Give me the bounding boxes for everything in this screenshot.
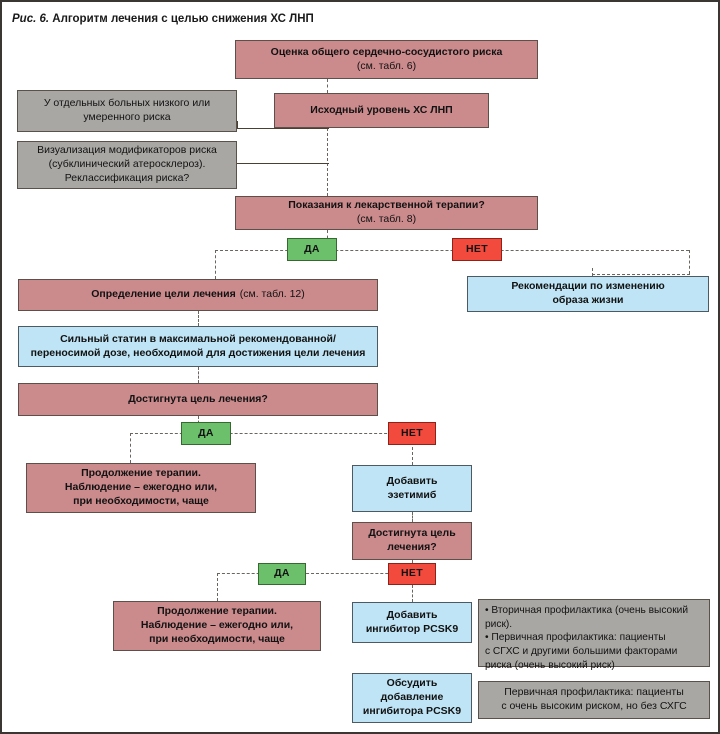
node-drug-therapy-indications-line1: Показания к лекарственной терапии? — [288, 199, 485, 212]
node-continue-therapy-2[interactable]: Продолжение терапии. Наблюдение – ежегод… — [113, 601, 321, 651]
node-add-pcsk9-line2: ингибитор PCSK9 — [365, 622, 459, 635]
note-indication-1: • Вторичная профилактика (очень высокий … — [478, 599, 710, 671]
node-lifestyle-recommendations-line1: Рекомендации по изменению — [511, 280, 665, 293]
note-indication-2-line1: Первичная профилактика: пациенты — [504, 686, 684, 699]
node-high-intensity-statin-line1: Сильный статин в максимальной рекомендов… — [60, 332, 336, 345]
note-indication-2: Первичная профилактика: пациенты с очень… — [478, 681, 710, 719]
node-goal-reached-1-line1: Достигнута цель лечения? — [128, 392, 268, 405]
note-indication-1-line1: • Вторичная профилактика (очень высокий — [485, 605, 689, 616]
connector-lowrisk-horizontal — [237, 128, 329, 129]
connector-branch-bus-2 — [130, 433, 412, 434]
node-consider-pcsk9-line2: добавление — [380, 691, 444, 704]
node-baseline-ldl-line1: Исходный уровень ХС ЛНП — [310, 103, 453, 116]
connector-lowrisk-vertical — [237, 121, 238, 129]
note-indication-2-line2: с очень высоким риском, но без СХГС — [501, 700, 687, 712]
node-add-pcsk9-line1: Добавить — [386, 608, 438, 621]
note-indication-1-line3: • Первичная профилактика: пациенты — [485, 632, 666, 644]
badge-yes-3[interactable]: ДА — [258, 563, 306, 585]
node-imaging-modifiers-line1: Визуализация модификаторов риска — [37, 144, 217, 157]
node-goal-reached-2[interactable]: Достигнута цель лечения? — [352, 522, 472, 560]
node-drug-therapy-indications[interactable]: Показания к лекарственной терапии? (см. … — [235, 196, 538, 230]
node-treatment-goal-line2: (см. табл. 12) — [239, 288, 305, 301]
connector-no1-down — [689, 250, 690, 274]
connector-no2-down — [412, 442, 413, 465]
node-continue-therapy-2-line1: Продолжение терапии. — [157, 605, 277, 618]
node-low-moderate-patients-line1: У отдельных больных низкого или — [43, 97, 211, 110]
node-treatment-goal[interactable]: Определение цели лечения (см. табл. 12) — [18, 279, 378, 311]
node-continue-therapy-1-line1: Продолжение терапии. — [81, 467, 201, 480]
node-risk-assessment-line1: Оценка общего сердечно-сосудистого риска — [270, 45, 503, 58]
node-continue-therapy-2-line2: Наблюдение – ежегодно или, — [140, 619, 294, 632]
node-treatment-goal-line1: Определение цели лечения — [91, 288, 236, 301]
badge-yes-2-label: ДА — [198, 426, 214, 439]
node-consider-pcsk9[interactable]: Обсудить добавление ингибитора PCSK9 — [352, 673, 472, 723]
node-imaging-modifiers-line3: Реклассификация риска? — [64, 171, 190, 184]
connector-lifestyle-stub — [592, 268, 593, 276]
node-continue-therapy-1-line3: при необходимости, чаще — [73, 494, 209, 507]
badge-no-3[interactable]: НЕТ — [388, 563, 436, 585]
node-baseline-ldl[interactable]: Исходный уровень ХС ЛНП — [274, 93, 489, 128]
node-risk-assessment[interactable]: Оценка общего сердечно-сосудистого риска… — [235, 40, 538, 79]
node-add-ezetimibe-line1: Добавить — [386, 474, 438, 487]
badge-no-2[interactable]: НЕТ — [388, 422, 436, 445]
badge-yes-3-label: ДА — [274, 567, 290, 580]
node-goal-reached-2-line1: Достигнута цель — [368, 527, 456, 540]
note-indication-1-line5: риска (очень высокий риск) — [485, 659, 615, 671]
badge-no-2-label: НЕТ — [401, 426, 423, 439]
note-indication-1-line4: с СГХС и другими большими факторами — [485, 646, 678, 658]
node-low-moderate-patients-line2: умеренного риска — [83, 111, 171, 123]
badge-no-3-label: НЕТ — [401, 567, 423, 580]
node-consider-pcsk9-line3: ингибитора PCSK9 — [362, 704, 462, 717]
node-continue-therapy-1-line2: Наблюдение – ежегодно или, — [64, 481, 218, 494]
connector-no3-down — [412, 585, 413, 602]
node-risk-assessment-line2: (см. табл. 6) — [356, 59, 417, 72]
badge-no-1[interactable]: НЕТ — [452, 238, 502, 261]
node-high-intensity-statin-line2: переносимой дозе, необходимой для достиж… — [30, 346, 366, 359]
connector-branch-bus-3 — [217, 573, 413, 574]
connector-yes1-down — [215, 250, 216, 279]
node-add-ezetimibe[interactable]: Добавить эзетимиб — [352, 465, 472, 512]
figure-title: Рис. 6. Алгоритм лечения с целью снижени… — [12, 13, 314, 25]
node-add-pcsk9[interactable]: Добавить ингибитор PCSK9 — [352, 602, 472, 643]
connector-baseline-to-indications — [327, 128, 328, 196]
node-imaging-modifiers[interactable]: Визуализация модификаторов риска (субкли… — [17, 141, 237, 189]
node-add-ezetimibe-line2: эзетимиб — [387, 488, 437, 501]
connector-yes2-down — [130, 433, 131, 463]
connector-ezetimibe-to-check2 — [412, 512, 413, 522]
node-continue-therapy-1[interactable]: Продолжение терапии. Наблюдение – ежегод… — [26, 463, 256, 513]
connector-statin-to-check1 — [198, 367, 199, 383]
badge-no-1-label: НЕТ — [466, 242, 488, 255]
node-lifestyle-recommendations[interactable]: Рекомендации по изменению образа жизни — [467, 276, 709, 312]
node-lifestyle-recommendations-line2: образа жизни — [552, 294, 624, 306]
node-drug-therapy-indications-line2: (см. табл. 8) — [356, 213, 417, 225]
node-imaging-modifiers-line2: (субклинический атеросклероз). — [48, 158, 206, 171]
badge-yes-1[interactable]: ДА — [287, 238, 337, 261]
connector-goal-to-statin — [198, 311, 199, 326]
node-continue-therapy-2-line3: при необходимости, чаще — [149, 632, 285, 645]
badge-yes-1-label: ДА — [304, 242, 320, 255]
connector-risk-to-baseline — [327, 79, 328, 93]
node-high-intensity-statin[interactable]: Сильный статин в максимальной рекомендов… — [18, 326, 378, 367]
figure-number: Рис. 6. — [12, 13, 50, 25]
figure-title-text: Алгоритм лечения с целью снижения ХС ЛНП — [52, 13, 314, 25]
node-consider-pcsk9-line1: Обсудить — [386, 677, 438, 690]
connector-yes3-down — [217, 573, 218, 601]
node-goal-reached-1[interactable]: Достигнута цель лечения? — [18, 383, 378, 416]
badge-yes-2[interactable]: ДА — [181, 422, 231, 445]
connector-no1-to-lifestyle — [592, 274, 690, 275]
node-goal-reached-2-line2: лечения? — [387, 541, 437, 553]
note-indication-1-line2: риск). — [485, 618, 513, 630]
node-low-moderate-patients[interactable]: У отдельных больных низкого или умеренно… — [17, 90, 237, 132]
connector-imaging-horizontal — [237, 163, 329, 164]
